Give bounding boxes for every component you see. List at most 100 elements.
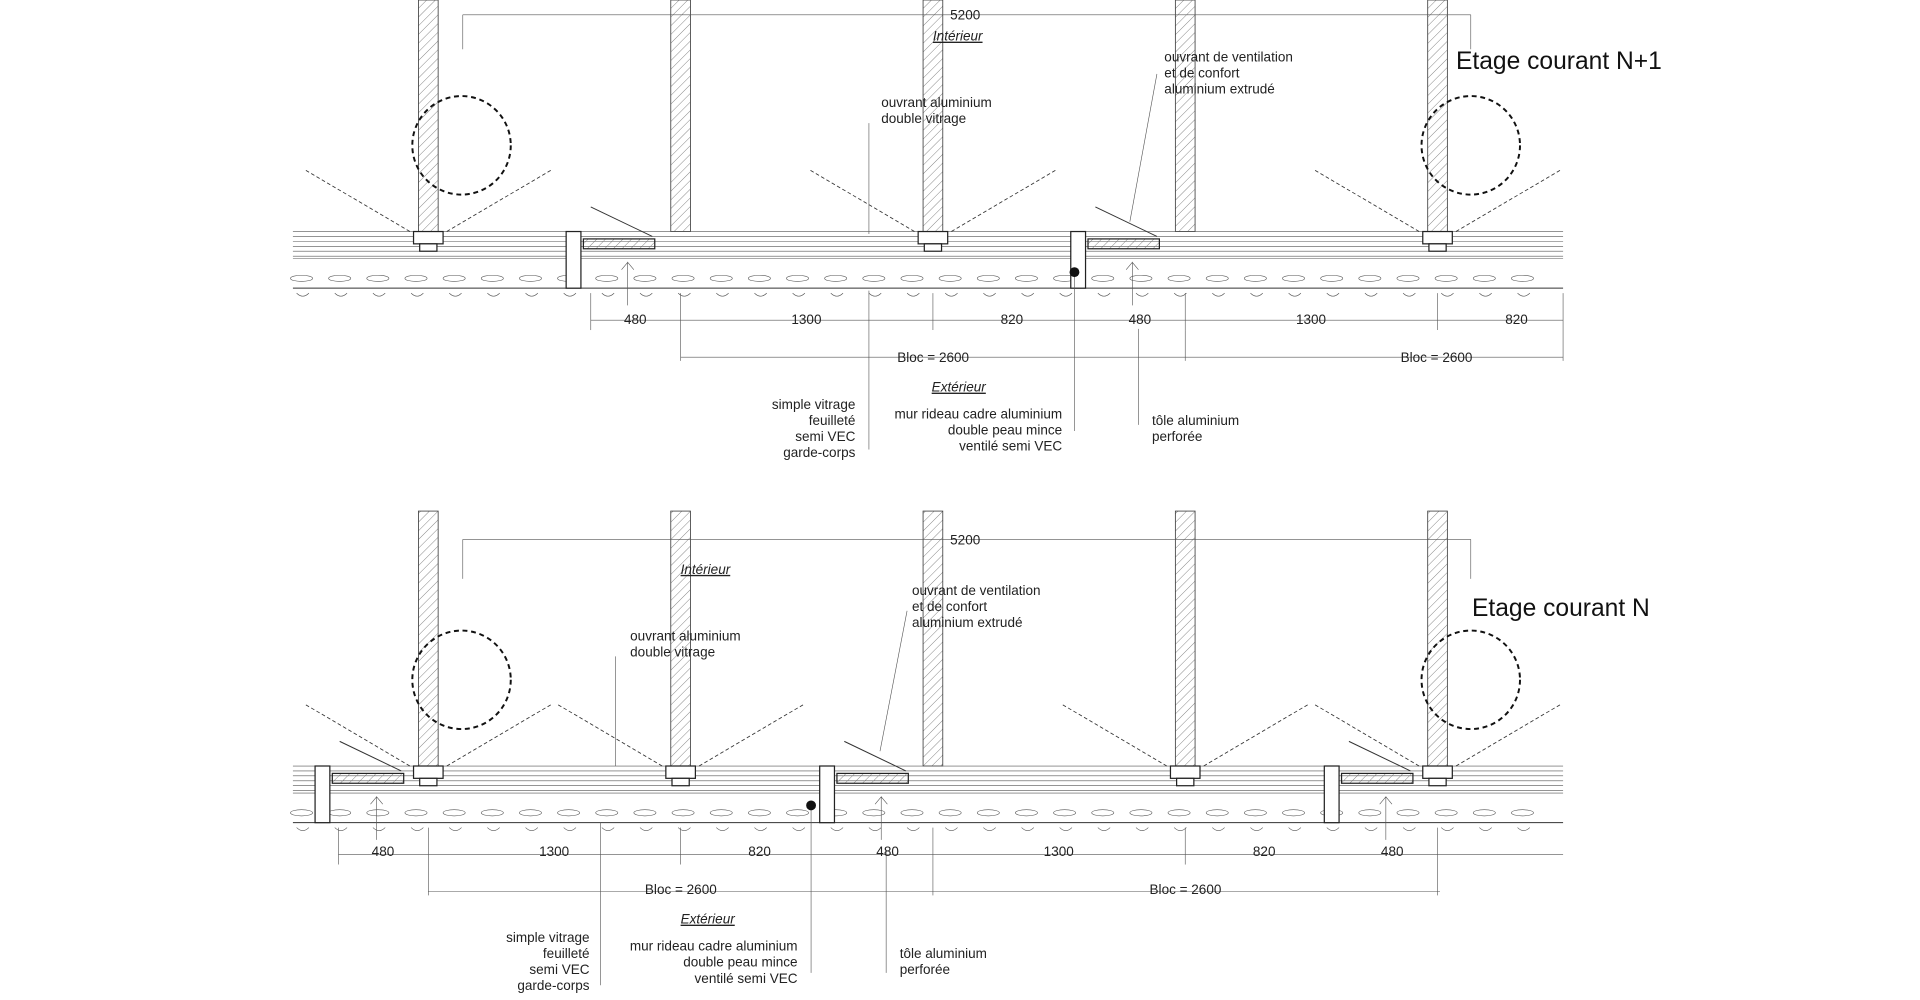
fixing-bracket (868, 827, 882, 831)
fixing-bracket (938, 274, 962, 282)
note-line: double vitrage (630, 644, 715, 659)
fixing-bracket (639, 827, 653, 831)
fixing-bracket (754, 292, 767, 297)
fixing-bracket (830, 292, 844, 297)
column (1174, 0, 1196, 232)
note-line: tôle aluminium (1152, 413, 1239, 428)
fixing-bracket (1250, 827, 1263, 831)
mullion (1428, 243, 1447, 252)
fixing-bracket (563, 827, 577, 831)
dim-bottom-2: 820 (748, 844, 771, 859)
perforated-sheet (836, 772, 909, 784)
fixing-bracket (1135, 827, 1149, 831)
round-column (1420, 629, 1521, 731)
fixing-bracket (862, 274, 886, 282)
vent-sash (590, 206, 653, 237)
dim-bottom-3: 480 (876, 844, 899, 859)
vent-frame (565, 230, 582, 289)
note-mur-rideau-bottom: mur rideau cadre aluminium double peau m… (630, 939, 798, 986)
fixing-bracket (938, 809, 962, 817)
fixing-bracket (328, 274, 352, 282)
fixing-bracket (487, 292, 500, 297)
fixing-bracket (786, 809, 809, 817)
fixing-bracket (1358, 274, 1382, 282)
mullion (412, 230, 444, 245)
fixing-bracket (900, 809, 924, 817)
fixing-bracket (1396, 809, 1420, 817)
note-line: et de confort (912, 599, 987, 614)
fixing-bracket (1326, 827, 1340, 831)
note-line: et de confort (1164, 66, 1239, 81)
bloc-top-1: Bloc = 2600 (1401, 350, 1473, 365)
vent-frame (1323, 765, 1340, 824)
sash-swing (1061, 704, 1167, 767)
fixing-bracket (1129, 809, 1153, 817)
note-ouvrant-alu-top: ouvrant aluminium double vitrage (881, 95, 992, 126)
fixing-bracket (404, 809, 428, 817)
fixing-bracket (1282, 274, 1305, 282)
fixing-bracket (716, 827, 729, 831)
fixing-bracket (906, 827, 920, 831)
fixing-bracket (1364, 827, 1378, 831)
sash-swing (557, 704, 663, 767)
fixing-bracket (366, 274, 390, 282)
perforated-sheet (1340, 772, 1414, 784)
fixing-bracket (410, 292, 424, 297)
mullion (1422, 765, 1453, 779)
bloc-bottom-0: Bloc = 2600 (645, 882, 717, 897)
airflow-arrow (874, 795, 888, 840)
fixing-bracket (1059, 827, 1073, 831)
mullion (1169, 765, 1201, 779)
note-simple-vitrage-bottom: simple vitrage feuilleté semi VEC garde-… (506, 930, 590, 993)
fixing-bracket (1097, 292, 1111, 297)
fixing-bracket (1479, 292, 1492, 297)
sash-swing (305, 704, 411, 767)
note-line: ouvrant aluminium (881, 95, 992, 110)
fixing-bracket (296, 292, 310, 297)
fixing-bracket (1364, 292, 1378, 297)
sash-swing (1314, 169, 1420, 232)
fixing-bracket (1167, 274, 1191, 282)
note-line: ouvrant aluminium (630, 628, 741, 643)
fixing-bracket (1212, 827, 1225, 831)
fixing-bracket (748, 274, 771, 282)
fixing-bracket (1167, 809, 1191, 817)
fixing-bracket (671, 274, 695, 282)
fixing-bracket (1021, 292, 1035, 297)
fixing-bracket (519, 809, 542, 817)
fixing-bracket (1091, 274, 1115, 282)
fixing-bracket (525, 827, 539, 831)
fixing-bracket (519, 274, 542, 282)
dim-bottom-6: 480 (1381, 844, 1404, 859)
column (1174, 510, 1196, 767)
plan-top: Etage courant N+1 5200 Intérieur Extérie… (624, 8, 1662, 460)
note-line: garde-corps (783, 445, 855, 460)
note-line: tôle aluminium (900, 946, 987, 961)
fixing-bracket (372, 827, 386, 831)
note-line: mur rideau cadre aluminium (630, 939, 798, 954)
fixing-bracket (601, 827, 615, 831)
marker-dot (806, 800, 816, 811)
fixing-bracket (442, 274, 466, 282)
note-line: perforée (1152, 429, 1202, 444)
dim-bottom-5: 820 (1253, 844, 1276, 859)
fixing-bracket (748, 809, 771, 817)
dim-top-3: 480 (1129, 312, 1152, 327)
fixing-bracket (1173, 292, 1187, 297)
fixing-bracket (1250, 292, 1263, 297)
fixing-bracket (786, 274, 809, 282)
mullion (419, 243, 438, 252)
airflow-arrow (621, 261, 635, 306)
fixing-bracket (372, 292, 386, 297)
note-line: perforée (900, 962, 950, 977)
note-mur-rideau-top: mur rideau cadre aluminium double peau m… (894, 407, 1062, 454)
note-ouvrant-vent-bottom: ouvrant de ventilation et de confort alu… (912, 583, 1041, 630)
note-line: simple vitrage (506, 930, 589, 945)
sash-swing (1314, 704, 1420, 767)
fixing-bracket (830, 827, 844, 831)
fixing-bracket (1479, 827, 1492, 831)
fixing-bracket (296, 827, 310, 831)
vent-sash (1348, 740, 1411, 772)
fixing-bracket (1212, 292, 1225, 297)
perforated-sheet (582, 238, 656, 250)
